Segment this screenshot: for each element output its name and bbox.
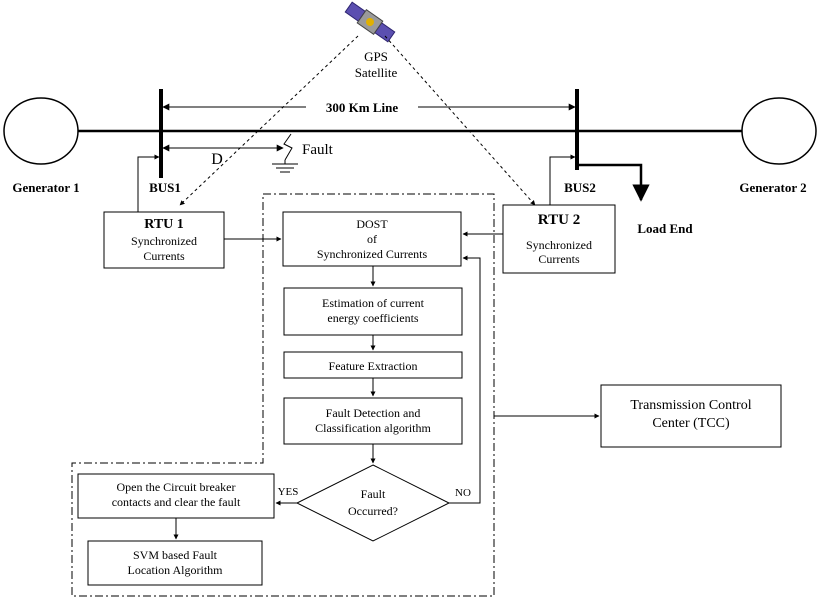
tcc-line2: Center (TCC) (652, 416, 730, 431)
rtu2-line2: Currents (538, 252, 580, 266)
load-end-label: Load End (637, 221, 693, 236)
satellite-label: GPS (364, 49, 388, 64)
fault-label: Fault (302, 142, 334, 158)
gps-link-bus2 (384, 35, 536, 206)
tcc-line1: Transmission Control (630, 398, 751, 413)
rtu1-box (103, 211, 225, 269)
dost-line2: of (367, 232, 377, 246)
rtu2-line1: Synchronized (526, 238, 592, 252)
load-connection (579, 163, 650, 202)
bus1-label: BUS1 (149, 180, 181, 195)
rtu1-title: RTU 1 (144, 217, 184, 232)
bus2-label: BUS2 (564, 180, 596, 195)
fault-ground-icon (272, 133, 298, 173)
dost-line1: DOST (356, 217, 388, 231)
satellite-icon (344, 1, 396, 43)
decision-line2: Occurred? (348, 504, 398, 518)
yes-label: YES (278, 486, 299, 498)
energy-box (283, 287, 463, 336)
fault-decision-diamond (295, 464, 451, 542)
breaker-line1: Open the Circuit breaker (117, 480, 236, 494)
breaker-box (77, 473, 275, 519)
generator-1-symbol (3, 97, 79, 165)
satellite-sublabel: Satellite (355, 65, 398, 80)
generator-1-label: Generator 1 (12, 180, 79, 195)
dost-line3: Synchronized Currents (317, 247, 428, 261)
feature-line1: Feature Extraction (329, 359, 418, 373)
rtu1-bus-link (137, 154, 160, 212)
decision-line1: Fault (361, 487, 386, 501)
rtu2-bus-link (549, 154, 576, 205)
detect-box (283, 397, 463, 445)
svm-line2: Location Algorithm (128, 563, 224, 577)
energy-line1: Estimation of current (322, 296, 425, 310)
rtu2-box (502, 204, 616, 274)
generator-2-label: Generator 2 (739, 180, 806, 195)
tcc-box (600, 384, 782, 448)
breaker-line2: contacts and clear the fault (112, 495, 241, 509)
detect-line1: Fault Detection and (326, 406, 421, 420)
processing-boundary (71, 193, 495, 597)
gps-link-bus1 (179, 35, 359, 206)
dost-box (282, 211, 462, 267)
line-length-label: 300 Km Line (326, 100, 398, 115)
svm-line1: SVM based Fault (133, 548, 218, 562)
rtu1-line2: Currents (143, 249, 185, 263)
generator-2-symbol (741, 97, 817, 165)
fault-distance-label: D (211, 151, 223, 168)
no-loop-arrow (449, 255, 481, 504)
svm-box (87, 540, 263, 586)
detect-line2: Classification algorithm (315, 421, 431, 435)
energy-line2: energy coefficients (327, 311, 419, 325)
no-label: NO (455, 487, 471, 499)
rtu1-line1: Synchronized (131, 234, 197, 248)
rtu2-title: RTU 2 (538, 212, 580, 228)
